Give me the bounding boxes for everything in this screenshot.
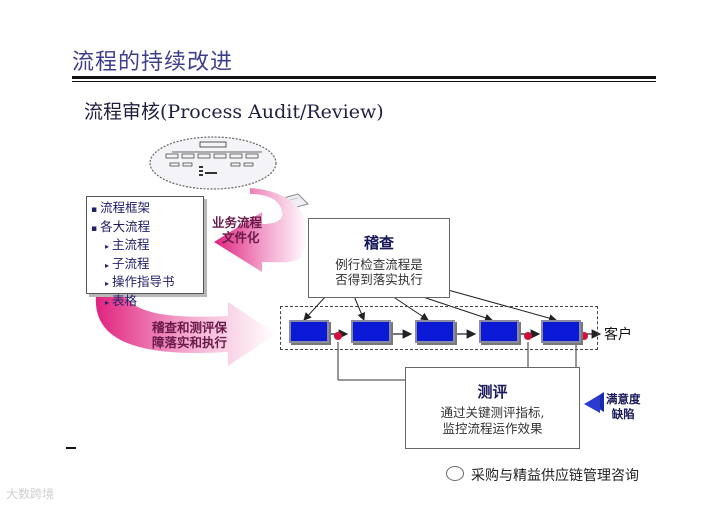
- measure-markers: [334, 332, 588, 340]
- process-step: [541, 320, 581, 343]
- wechat-icon: [446, 466, 464, 481]
- documentation-label-line: 业务流程: [212, 215, 263, 230]
- dash-mark: [66, 447, 76, 449]
- documentation-label: 业务流程 文件化: [212, 215, 262, 245]
- measurement-box: 测评 通过关键测评指标, 监控流程运作效果: [405, 367, 580, 449]
- list-item: 各大流程: [91, 219, 203, 238]
- measurement-title: 测评: [477, 383, 508, 401]
- audit-title: 稽查: [363, 234, 394, 252]
- execution-label-line: 障落实和执行: [152, 335, 228, 350]
- list-item: 子流程: [91, 256, 203, 275]
- audit-desc-line: 否得到落实执行: [335, 272, 423, 287]
- list-item: 操作指导书: [91, 274, 203, 293]
- audit-desc-line: 例行检查流程是: [335, 257, 423, 272]
- list-item: 流程框架: [91, 200, 203, 219]
- process-framework-panel: 流程框架 各大流程 主流程 子流程 操作指导书 表格: [86, 196, 204, 308]
- audit-box: 稽查 例行检查流程是 否得到落实执行: [308, 218, 450, 298]
- process-step: [289, 320, 329, 343]
- audit-description: 例行检查流程是 否得到落实执行: [309, 257, 449, 287]
- measurement-description: 通过关键测评指标, 监控流程运作效果: [406, 405, 579, 437]
- list-item: 表格: [91, 293, 203, 312]
- satisfaction-label-line: 缺陷: [611, 407, 635, 421]
- process-step: [415, 320, 455, 343]
- list-item: 主流程: [91, 237, 203, 256]
- execution-label-line: 稽查和测评保: [152, 320, 228, 335]
- process-map-thumbnail: [149, 136, 277, 190]
- satisfaction-label-line: 满意度: [606, 392, 641, 406]
- process-step: [479, 320, 519, 343]
- subtitle: 流程审核(Process Audit/Review): [84, 101, 384, 123]
- measurement-desc-line: 通过关键测评指标,: [440, 405, 545, 420]
- process-step: [351, 320, 391, 343]
- satisfaction-label: 满意度 缺陷: [606, 392, 641, 422]
- wechat-account-name: 采购与精益供应链管理咨询: [471, 468, 639, 484]
- title-rule: [72, 76, 656, 79]
- title-rule-thin: [72, 81, 656, 82]
- execution-label: 稽查和测评保 障落实和执行: [152, 320, 227, 350]
- measurement-desc-line: 监控流程运作效果: [442, 421, 543, 436]
- audit-arrows: [303, 289, 557, 322]
- execution-arrow: [95, 296, 276, 366]
- measure-lines: [337, 342, 577, 381]
- customer-label: 客户: [604, 327, 632, 343]
- page-title: 流程的持续改进: [72, 50, 234, 75]
- watermark: 大数跨境: [6, 487, 55, 501]
- documentation-arrow: [214, 188, 308, 272]
- documentation-label-line: 文件化: [222, 230, 260, 245]
- process-flow-frame: [280, 306, 598, 350]
